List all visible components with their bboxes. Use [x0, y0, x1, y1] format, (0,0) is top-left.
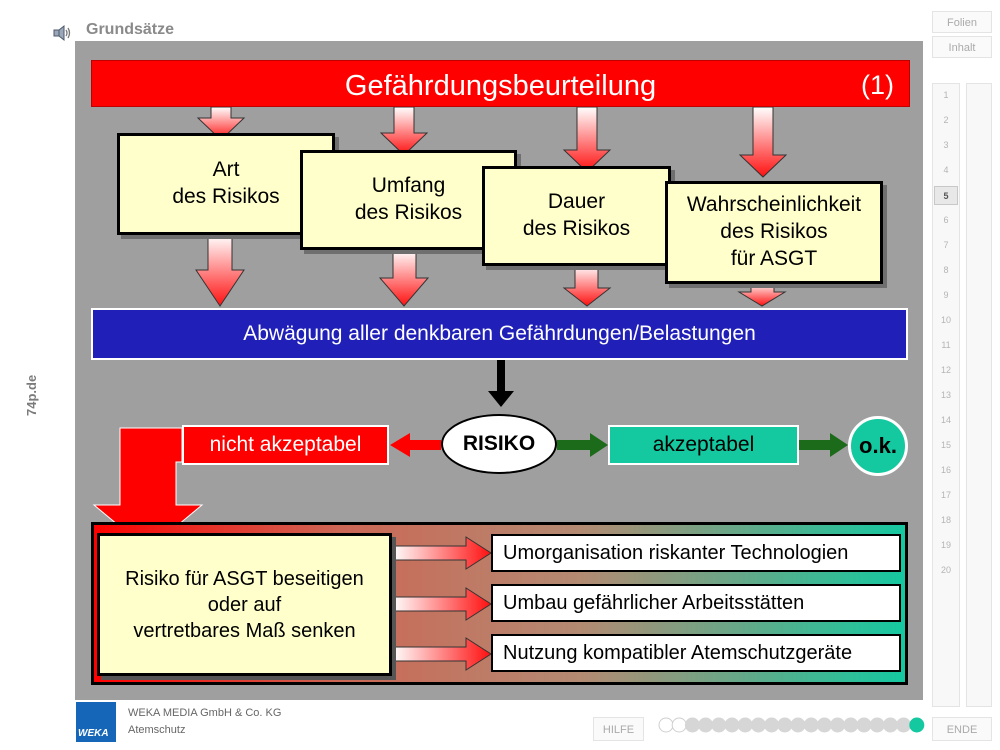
factor-box: Dauer des Risikos: [482, 166, 671, 266]
slide-number-12[interactable]: 12: [940, 365, 951, 375]
arrow-down-black: [488, 360, 514, 407]
end-button[interactable]: ENDE: [932, 717, 992, 741]
arrow-down: [738, 106, 788, 178]
slide-number-15[interactable]: 15: [940, 440, 951, 450]
factor-box: Art des Risikos: [117, 133, 335, 235]
measure-item: Umorganisation riskanter Technologien: [491, 534, 901, 572]
slide-number-7[interactable]: 7: [943, 240, 949, 250]
slide-number-19[interactable]: 19: [940, 540, 951, 550]
progress-dot-current[interactable]: [909, 717, 925, 733]
slide-number-13[interactable]: 13: [940, 390, 951, 400]
slide-number-6[interactable]: 6: [943, 215, 949, 225]
factor-box: Wahrscheinlichkeit des Risikos für ASGT: [665, 181, 883, 284]
progress-dot[interactable]: [764, 717, 780, 733]
slide-number-20[interactable]: 20: [940, 565, 951, 575]
main-measure-box: Risiko für ASGT beseitigen oder auf vert…: [97, 533, 392, 676]
progress-dot[interactable]: [882, 717, 898, 733]
progress-dot[interactable]: [711, 717, 727, 733]
slide-scrollbar[interactable]: [966, 83, 992, 707]
slide-number-2[interactable]: 2: [943, 115, 949, 125]
progress-dot[interactable]: [750, 717, 766, 733]
slide-number-18[interactable]: 18: [940, 515, 951, 525]
arrow-down: [196, 106, 246, 141]
progress-dot[interactable]: [777, 717, 793, 733]
help-button[interactable]: HILFE: [593, 717, 644, 741]
weka-logo: WEKA: [76, 702, 116, 742]
slide-number-5[interactable]: 5: [934, 186, 958, 205]
arrow-right: [391, 536, 492, 570]
progress-dot[interactable]: [869, 717, 885, 733]
slide-title: Gefährdungsbeurteilung: [344, 70, 657, 102]
progress-dot[interactable]: [816, 717, 832, 733]
arrow-right: [391, 587, 492, 621]
progress-dot[interactable]: [856, 717, 872, 733]
company-name: WEKA MEDIA GmbH & Co. KG: [128, 707, 282, 719]
arrow-right: [391, 637, 492, 671]
product-name: Atemschutz: [128, 724, 186, 736]
arrow-right-green: [557, 433, 608, 457]
slide-number-3[interactable]: 3: [943, 140, 949, 150]
arrow-left-red: [390, 433, 441, 457]
risk-ellipse: RISIKO: [441, 414, 557, 474]
progress-dot[interactable]: [724, 717, 740, 733]
slide-number-11[interactable]: 11: [941, 340, 951, 350]
progress-dots: [658, 717, 925, 733]
measure-item: Nutzung kompatibler Atemschutzgeräte: [491, 634, 901, 672]
slide-title-number: (1): [861, 70, 894, 100]
arrow-right-green: [799, 433, 848, 457]
progress-dot[interactable]: [684, 717, 700, 733]
slide-number-17[interactable]: 17: [940, 490, 951, 500]
progress-dot[interactable]: [843, 717, 859, 733]
progress-dot[interactable]: [737, 717, 753, 733]
page-title: Grundsätze: [86, 21, 175, 38]
weka-logo-text: WEKA: [78, 728, 109, 739]
arrow-down: [562, 106, 612, 173]
progress-dot[interactable]: [830, 717, 846, 733]
not-acceptable-box: nicht akzeptabel: [182, 425, 389, 465]
progress-dot[interactable]: [671, 717, 687, 733]
slide-number-8[interactable]: 8: [943, 265, 949, 275]
ok-circle: o.k.: [848, 416, 908, 476]
progress-dot[interactable]: [896, 717, 912, 733]
folien-button[interactable]: Folien: [932, 11, 992, 33]
speaker-icon[interactable]: [53, 23, 73, 43]
arrow-down: [379, 106, 429, 156]
progress-dot[interactable]: [658, 717, 674, 733]
slide-number-16[interactable]: 16: [940, 465, 951, 475]
acceptable-box: akzeptabel: [608, 425, 799, 465]
slide-number-1[interactable]: 1: [943, 90, 949, 100]
slide-number-10[interactable]: 10: [940, 315, 951, 325]
progress-dot[interactable]: [790, 717, 806, 733]
slide-title-bar: Gefährdungsbeurteilung (1): [91, 60, 910, 107]
assessment-bar: Abwägung aller denkbaren Gefährdungen/Be…: [91, 308, 908, 360]
progress-dot[interactable]: [803, 717, 819, 733]
slide-number-14[interactable]: 14: [940, 415, 951, 425]
measure-item: Umbau gefährlicher Arbeitsstätten: [491, 584, 901, 622]
slide-number-4[interactable]: 4: [943, 165, 949, 175]
arrow-down: [195, 234, 245, 307]
arrow-down: [562, 264, 612, 307]
progress-dot[interactable]: [698, 717, 714, 733]
inhalt-button[interactable]: Inhalt: [932, 36, 992, 58]
slide-number-9[interactable]: 9: [943, 290, 949, 300]
arrow-down: [378, 249, 430, 307]
